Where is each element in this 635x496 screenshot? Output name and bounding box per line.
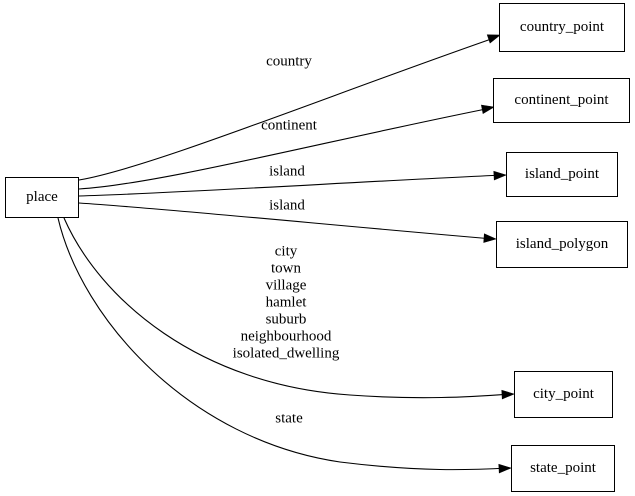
edge-place-continent_point (78, 104, 495, 190)
arrow-head-icon (498, 463, 512, 474)
edge-place-city_point (63, 217, 515, 400)
edge-place-state_point (57, 217, 512, 474)
node-country_point[interactable]: country_point (499, 3, 625, 52)
node-city_point[interactable]: city_point (514, 371, 613, 418)
edge-place-island_polygon (78, 202, 497, 243)
node-island_polygon[interactable]: island_polygon (496, 221, 628, 268)
arrow-head-icon (486, 34, 501, 44)
node-state_point[interactable]: state_point (511, 445, 615, 492)
arrow-head-icon (501, 389, 515, 400)
edge-label-place-city_point: city town village hamlet suburb neighbou… (232, 243, 340, 362)
edge-place-country_point (78, 34, 501, 181)
edge-line-place-island_polygon (78, 202, 494, 240)
edge-label-place-country_point: country (266, 53, 312, 70)
edge-place-island_point (78, 170, 507, 197)
edge-label-place-state_point: state (275, 410, 303, 427)
edge-line-place-continent_point (78, 107, 492, 190)
edge-line-place-city_point (63, 217, 512, 399)
node-continent_point[interactable]: continent_point (493, 78, 630, 123)
node-island_point[interactable]: island_point (506, 152, 618, 197)
arrow-head-icon (483, 233, 497, 243)
arrow-head-icon (493, 170, 507, 181)
node-place[interactable]: place (5, 177, 79, 218)
edge-label-place-continent_point: continent (261, 117, 317, 134)
edge-label-place-island_polygon: island (269, 197, 305, 214)
edge-line-place-state_point (57, 217, 509, 471)
arrow-head-icon (481, 104, 495, 114)
edge-line-place-country_point (78, 36, 498, 181)
edge-label-place-island_point: island (269, 163, 305, 180)
edge-line-place-island_point (78, 174, 504, 197)
